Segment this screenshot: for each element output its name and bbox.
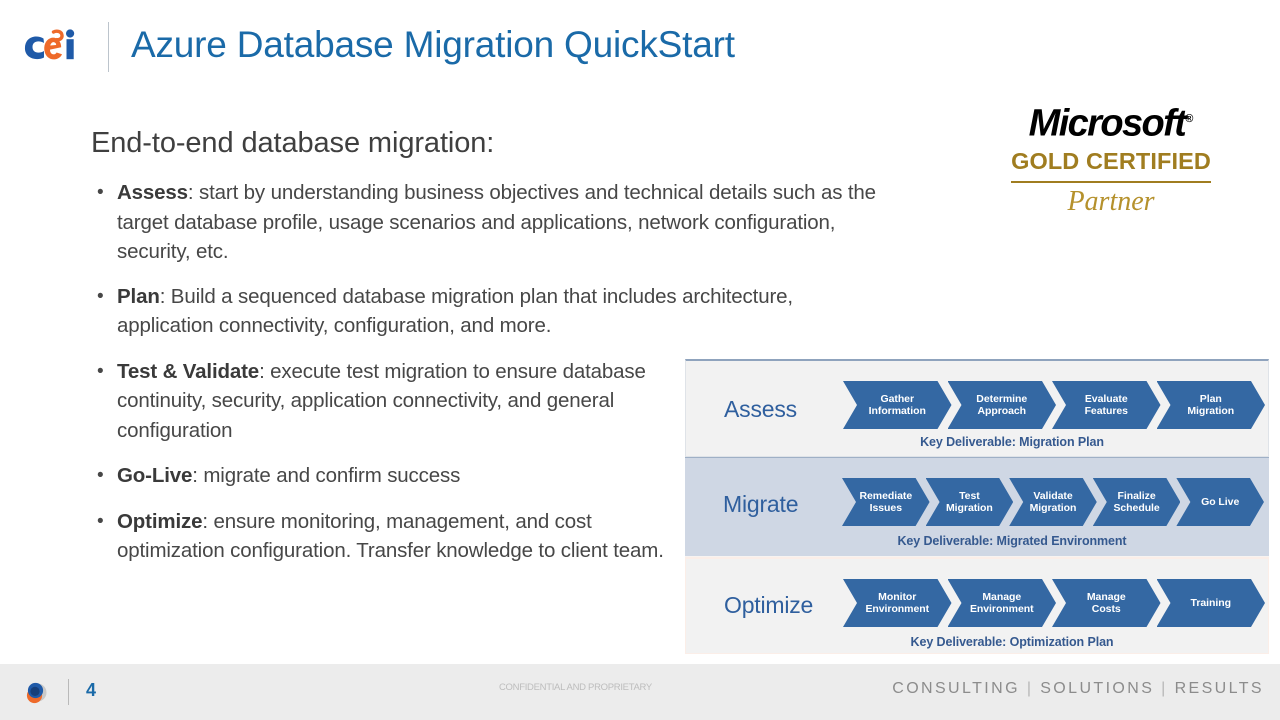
step-line-2: Schedule	[1113, 502, 1160, 514]
process-step[interactable]: Manage Environment	[948, 579, 1057, 627]
page-number: 4	[86, 680, 97, 700]
bullet-list: •Assess: start by understanding business…	[93, 178, 903, 581]
list-item-text: : execute test migration to ensure datab…	[117, 359, 646, 442]
partner-text: Partner	[1067, 185, 1155, 217]
tagline-consulting: CONSULTING	[892, 680, 1020, 697]
process-step[interactable]: Remediate Issues	[842, 478, 930, 526]
process-step[interactable]: Monitor Environment	[843, 579, 952, 627]
list-item-lead: Assess	[117, 181, 188, 204]
footer-tagline: CONSULTING | SOLUTIONS | RESULTS	[892, 680, 1264, 698]
list-item-lead: Test & Validate	[117, 359, 260, 383]
phase-row-assess: Assess Gather Information Determine Appr…	[685, 359, 1269, 457]
phase-row-migrate: Migrate Remediate Issues Test Migration …	[685, 457, 1269, 557]
step-line-2: Migration	[1187, 405, 1235, 417]
process-step[interactable]: Gather Information	[843, 381, 952, 429]
step-line-2: Approach	[977, 405, 1027, 417]
step-line-1: Determine	[976, 392, 1028, 405]
step-line-2: Information	[868, 405, 926, 417]
step-line-1: Training	[1190, 596, 1231, 609]
step-line-2: Migration	[945, 502, 993, 514]
process-step[interactable]: Test Migration	[926, 478, 1014, 526]
step-line-1: Gather	[880, 392, 915, 405]
key-deliverable-assess: Key Deliverable: Migration Plan	[920, 435, 1104, 449]
step-line-1: Go Live	[1201, 495, 1240, 508]
header-divider	[108, 22, 109, 72]
step-line-1: Manage	[1086, 590, 1126, 603]
step-line-1: Manage	[982, 590, 1022, 603]
microsoft-brand-text: Microsoft	[1028, 102, 1187, 145]
process-step[interactable]: Validate Migration	[1009, 478, 1097, 526]
list-item: • Go-Live: migrate and confirm success	[93, 461, 668, 491]
step-line-1: Validate	[1033, 489, 1073, 502]
list-item: • Assess: start by understanding business…	[93, 178, 898, 267]
tagline-results: RESULTS	[1174, 680, 1264, 697]
page-title: Azure Database Migration QuickStart	[131, 24, 735, 65]
step-line-1: Evaluate	[1084, 392, 1128, 405]
tagline-separator: |	[1026, 680, 1034, 697]
bullet-glyph: •	[97, 465, 104, 486]
cei-mark-icon	[22, 679, 50, 707]
list-item: • Optimize: ensure monitoring, management…	[93, 507, 668, 566]
step-line-1: Monitor	[878, 590, 917, 603]
list-item-text: : migrate and confirm success	[192, 464, 461, 487]
registered-trademark-icon: ®	[1185, 113, 1194, 125]
list-item: • Plan: Build a sequenced database migrat…	[93, 282, 883, 341]
migration-process-diagram: Assess Gather Information Determine Appr…	[685, 359, 1269, 656]
chevron-strip-optimize: Monitor Environment Manage Environment M…	[843, 579, 1265, 627]
process-step[interactable]: Determine Approach	[948, 381, 1057, 429]
microsoft-gold-certified-partner-logo: Microsoft® GOLD CERTIFIED Partner	[1004, 99, 1218, 223]
slide-header: Azure Database Migration QuickStart	[0, 0, 1280, 92]
list-item: • Test & Validate: execute test migration…	[93, 357, 668, 446]
step-line-2: Costs	[1091, 603, 1121, 615]
bullet-glyph: •	[97, 285, 104, 307]
step-line-2: Environment	[969, 603, 1034, 615]
step-line-1: Remediate	[859, 489, 913, 502]
list-item-text: : start by understanding business object…	[117, 181, 876, 263]
chevron-strip-assess: Gather Information Determine Approach Ev…	[843, 381, 1265, 429]
process-step[interactable]: Finalize Schedule	[1093, 478, 1181, 526]
cei-logo	[20, 26, 88, 68]
footer-divider	[68, 679, 69, 705]
bullet-glyph: •	[97, 360, 104, 382]
phase-label-assess: Assess	[724, 396, 797, 422]
tagline-solutions: SOLUTIONS	[1040, 680, 1155, 697]
slide-footer	[0, 664, 1280, 720]
step-line-1: Finalize	[1117, 489, 1156, 502]
bullet-glyph: •	[97, 182, 104, 203]
step-line-2: Environment	[865, 603, 930, 615]
phase-label-optimize: Optimize	[724, 592, 814, 618]
bullet-glyph: •	[97, 510, 104, 532]
process-step[interactable]: Training	[1157, 579, 1266, 627]
process-step[interactable]: Plan Migration	[1157, 381, 1266, 429]
microsoft-wordmark: Microsoft®	[1029, 99, 1194, 144]
step-line-2: Issues	[869, 502, 902, 514]
content-heading: End-to-end database migration:	[91, 127, 495, 159]
phase-row-optimize: Optimize Monitor Environment Manage Envi…	[685, 557, 1269, 654]
process-step[interactable]: Evaluate Features	[1052, 381, 1161, 429]
key-deliverable-optimize: Key Deliverable: Optimization Plan	[910, 635, 1114, 649]
process-step[interactable]: Manage Costs	[1052, 579, 1161, 627]
gold-certified-text: GOLD CERTIFIED	[1011, 147, 1211, 174]
key-deliverable-migrate: Key Deliverable: Migrated Environment	[897, 534, 1127, 548]
step-line-1: Plan	[1199, 392, 1222, 405]
step-line-2: Features	[1084, 405, 1128, 417]
process-step[interactable]: Go Live	[1176, 478, 1264, 526]
tagline-separator: |	[1161, 680, 1168, 697]
phase-label-migrate: Migrate	[723, 491, 799, 517]
list-item-lead: Go-Live	[117, 464, 193, 487]
list-item-text: : ensure monitoring, management, and cos…	[117, 509, 664, 563]
chevron-strip-migrate: Remediate Issues Test Migration Validate…	[842, 478, 1264, 526]
confidentiality-notice: CONFIDENTIAL AND PROPRIETARY	[499, 682, 652, 693]
list-item-text: : Build a sequenced database migration p…	[117, 284, 793, 338]
step-line-1: Test	[959, 489, 980, 502]
logo-divider-rule	[1011, 180, 1211, 183]
list-item-lead: Plan	[117, 284, 160, 308]
list-item-lead: Optimize	[117, 509, 203, 533]
step-line-2: Migration	[1029, 502, 1077, 514]
